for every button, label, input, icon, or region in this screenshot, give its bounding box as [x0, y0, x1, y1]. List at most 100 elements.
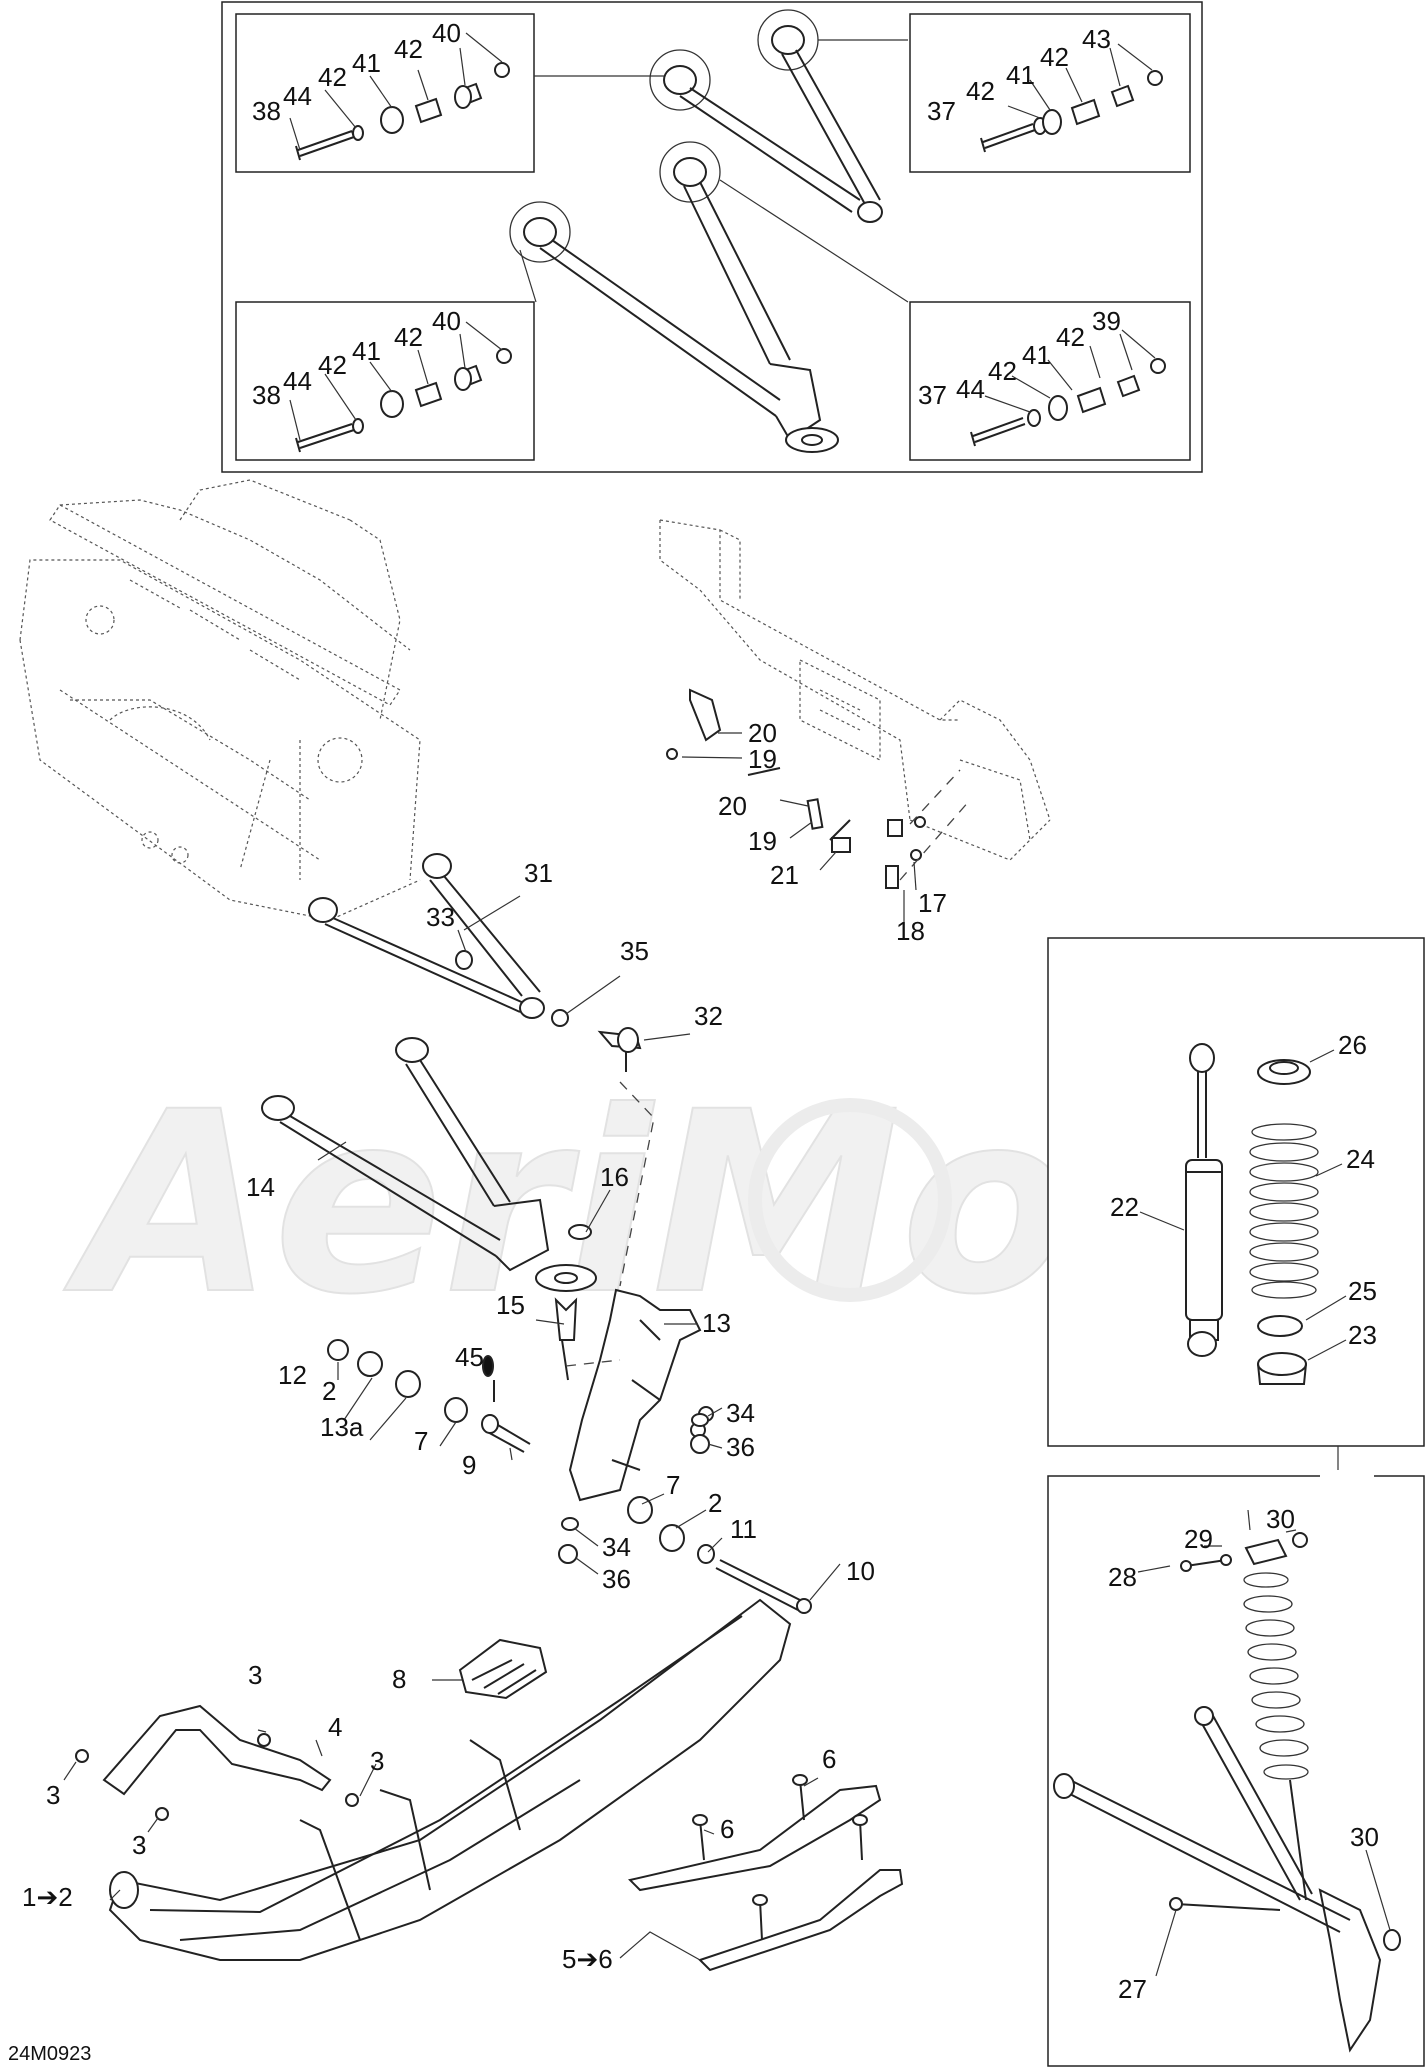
bolt-stack-lower-left: [295, 348, 512, 453]
chassis-frame-left: [19, 479, 421, 921]
hardware-box-lower-right: [909, 301, 1191, 461]
callout-13: 13: [702, 1308, 731, 1338]
callout-21: 21: [770, 860, 799, 890]
spindle-fasteners: [327, 1339, 812, 1614]
callout-39: 39: [1092, 306, 1121, 336]
installed-detail-frame: [1047, 1475, 1425, 2067]
callout-42: 42: [394, 34, 423, 64]
callout-2: 2: [708, 1488, 722, 1518]
hardware-box-lower-left: [235, 301, 535, 461]
lower-a-arm-detail: [509, 141, 839, 453]
shock-absorber-detail: [1047, 937, 1425, 1447]
callout-27: 27: [1118, 1974, 1147, 2004]
callout-11: 11: [730, 1514, 757, 1544]
callout-40: 40: [432, 306, 461, 336]
callout-16: 16: [600, 1162, 629, 1192]
shock-installed-detail: [1047, 1470, 1425, 2067]
callout-6: 6: [720, 1814, 734, 1844]
bolt-stack-upper-right: [980, 70, 1163, 153]
callout-20: 20: [718, 791, 747, 821]
callout-38: 38: [252, 96, 281, 126]
callout-3: 3: [46, 1780, 60, 1810]
callout-44: 44: [956, 374, 985, 404]
callout-12: 12: [278, 1360, 307, 1390]
callout-19: 19: [748, 744, 777, 774]
callout-18: 18: [896, 916, 925, 946]
hardware-box-upper-left: [235, 13, 535, 173]
callout-42: 42: [1056, 322, 1085, 352]
callout-30: 30: [1350, 1822, 1379, 1852]
callout-42: 42: [988, 356, 1017, 386]
callout-42: 42: [394, 322, 423, 352]
callout-31: 31: [524, 858, 553, 888]
chassis-frame-right: [659, 519, 1051, 861]
callout-10: 10: [846, 1556, 875, 1586]
ski-runners: [628, 1774, 904, 1972]
callout-9: 9: [462, 1450, 476, 1480]
callout-44: 44: [283, 81, 312, 111]
callout-2: 2: [322, 1376, 336, 1406]
callout-45: 45: [455, 1342, 484, 1372]
spindle-assembly: [551, 1009, 714, 1502]
callout-3: 3: [248, 1660, 262, 1690]
bolt-stack-lower-right: [970, 358, 1166, 447]
a-arm-hardware-detail: 38 44 42 41 42 40 37 42 41 42 43: [221, 1, 1203, 473]
callout-1-to-2: 1➔2: [22, 1882, 73, 1912]
callout-43: 43: [1082, 24, 1111, 54]
callout-7: 7: [666, 1470, 680, 1500]
callout-6: 6: [822, 1744, 836, 1774]
callout-37: 37: [927, 96, 956, 126]
callout-26: 26: [1338, 1030, 1367, 1060]
lower-a-arm: [261, 1037, 597, 1292]
callout-34: 34: [726, 1398, 755, 1428]
callout-17: 17: [918, 888, 947, 918]
hardware-box-upper-right: [909, 13, 1191, 173]
bracket-hardware: [666, 688, 971, 889]
callout-25: 25: [1348, 1276, 1377, 1306]
callout-7: 7: [414, 1426, 428, 1456]
callout-32: 32: [694, 1001, 723, 1031]
callout-42: 42: [966, 76, 995, 106]
callout-42: 42: [318, 62, 347, 92]
upper-a-arm-detail: [649, 9, 883, 223]
bolt-stack-upper-left: [295, 62, 510, 161]
callout-42: 42: [318, 350, 347, 380]
shock-detail-frame: [1047, 937, 1425, 1447]
callout-41: 41: [352, 336, 381, 366]
callout-8: 8: [392, 1664, 406, 1694]
callout-4: 4: [328, 1712, 342, 1742]
callout-28: 28: [1108, 1562, 1137, 1592]
callout-23: 23: [1348, 1320, 1377, 1350]
callout-35: 35: [620, 936, 649, 966]
diagram-code: 24M0923: [8, 2043, 91, 2065]
callout-3: 3: [370, 1746, 384, 1776]
callout-41: 41: [1022, 340, 1051, 370]
callout-36: 36: [726, 1432, 755, 1462]
callout-22: 22: [1110, 1192, 1139, 1222]
callout-34: 34: [602, 1532, 631, 1562]
callout-29: 29: [1184, 1524, 1213, 1554]
callout-13a: 13a: [320, 1412, 364, 1442]
callout-20: 20: [748, 718, 777, 748]
callout-14: 14: [246, 1172, 275, 1202]
callout-42: 42: [1040, 42, 1069, 72]
callout-15: 15: [496, 1290, 525, 1320]
callout-40: 40: [432, 18, 461, 48]
installed-spring: [1243, 1572, 1309, 1780]
callout-44: 44: [283, 366, 312, 396]
coil-spring: [1249, 1123, 1319, 1299]
callout-36: 36: [602, 1564, 631, 1594]
callout-19: 19: [748, 826, 777, 856]
upper-a-arm: [308, 853, 545, 1019]
callout-33: 33: [426, 902, 455, 932]
callout-30: 30: [1266, 1504, 1295, 1534]
callout-5-to-6: 5➔6: [562, 1944, 613, 1974]
callout-37: 37: [918, 380, 947, 410]
callout-41: 41: [352, 48, 381, 78]
ski-assembly: [75, 1598, 792, 1961]
callout-24: 24: [1346, 1144, 1375, 1174]
callout-3: 3: [132, 1830, 146, 1860]
callout-38: 38: [252, 380, 281, 410]
callout-41: 41: [1006, 60, 1035, 90]
